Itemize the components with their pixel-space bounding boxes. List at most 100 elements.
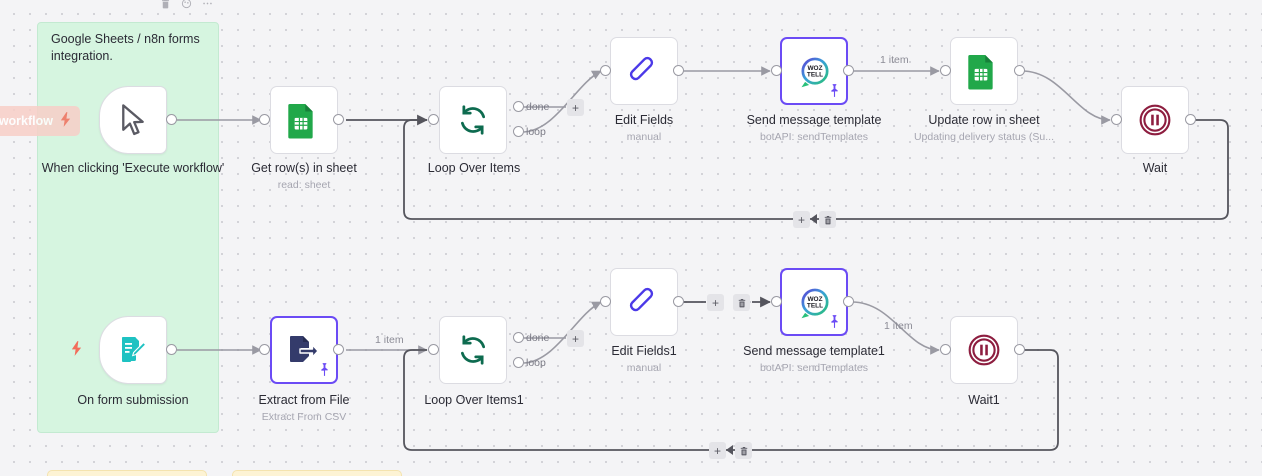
file-export-icon [287, 333, 321, 367]
port-label-done-1: done [526, 332, 550, 344]
add-node-chip-loop1-done[interactable]: + [567, 330, 584, 347]
sticky-note-yellow-1[interactable] [47, 470, 207, 476]
input-dot-get-rows-in-sheet[interactable] [259, 114, 270, 125]
sticky-note-text: Google Sheets / n8n forms integration. [51, 32, 200, 63]
delete-connection-chip-top-loopback[interactable] [819, 211, 836, 228]
node-loop-over-items[interactable] [439, 86, 507, 154]
port-label-loop-1: loop [526, 357, 546, 369]
node-subtitle-extract-from-file: Extract From CSV [261, 411, 347, 423]
node-subtitle-get-rows-in-sheet: read: sheet [277, 179, 331, 191]
execute-workflow-badge[interactable]: te workflow [0, 106, 80, 136]
node-on-form-submission[interactable] [99, 316, 167, 384]
input-dot-wait1[interactable] [940, 344, 951, 355]
delete-connection-chip-bottom-loopback[interactable] [735, 442, 752, 459]
svg-text:WOZ: WOZ [807, 296, 822, 303]
add-node-chip-bottom-loopback[interactable]: + [709, 442, 726, 459]
node-edit-fields1[interactable] [610, 268, 678, 336]
node-label-wait: Wait [1142, 161, 1168, 175]
woztell-icon: WOZ TELL [797, 54, 831, 88]
pencil-icon [627, 285, 661, 319]
node-loop-over-items1[interactable] [439, 316, 507, 384]
trash-icon[interactable] [160, 0, 171, 9]
output-dot-trigger[interactable] [166, 114, 177, 125]
input-dot-wait[interactable] [1111, 114, 1122, 125]
node-label-send-message-template1: Send message template1 [743, 344, 885, 358]
lightning-bolt-icon [59, 112, 72, 130]
node-edit-fields[interactable] [610, 37, 678, 105]
node-subtitle-send-message-template: botAPI: sendTemplates [760, 131, 868, 143]
node-label-loop-over-items1: Loop Over Items1 [424, 393, 524, 407]
output-dot-send-message-template[interactable] [843, 65, 854, 76]
lightning-bolt-icon-form-trigger [70, 341, 83, 361]
node-label-wait1: Wait1 [968, 393, 1000, 407]
svg-text:WOZ: WOZ [807, 65, 822, 72]
port-label-done: done [526, 101, 550, 113]
output-dot-loop-over-items-loop[interactable] [513, 126, 524, 137]
output-dot-wait[interactable] [1185, 114, 1196, 125]
output-dot-wait1[interactable] [1014, 344, 1025, 355]
input-dot-edit-fields1[interactable] [600, 296, 611, 307]
node-label-loop-over-items: Loop Over Items [427, 161, 521, 175]
add-node-chip-top-loopback[interactable]: + [793, 211, 810, 228]
connection-label-extract-to-loop: 1 item [375, 334, 404, 346]
node-subtitle-send-message-template1: botAPI: sendTemplates [760, 362, 868, 374]
node-when-clicking-execute-workflow[interactable] [99, 86, 167, 154]
svg-text:TELL: TELL [807, 303, 823, 310]
input-dot-loop-over-items[interactable] [428, 114, 439, 125]
port-label-loop: loop [526, 126, 546, 138]
output-dot-on-form-submission[interactable] [166, 344, 177, 355]
add-node-chip-loop-done[interactable]: + [567, 99, 584, 116]
node-label-update-row-in-sheet: Update row in sheet [928, 113, 1040, 127]
output-dot-edit-fields1[interactable] [673, 296, 684, 307]
execute-workflow-label: te workflow [0, 114, 53, 128]
palette-icon[interactable] [181, 0, 192, 9]
node-label-extract-from-file: Extract from File [258, 393, 350, 407]
loopback-arrow-top [810, 214, 817, 224]
node-get-rows-in-sheet[interactable] [270, 86, 338, 154]
output-dot-edit-fields[interactable] [673, 65, 684, 76]
woztell-icon: WOZ TELL [797, 285, 831, 319]
pin-icon [319, 363, 330, 378]
node-extract-from-file[interactable] [270, 316, 338, 384]
input-dot-update-row-in-sheet[interactable] [940, 65, 951, 76]
output-dot-update-row-in-sheet[interactable] [1014, 65, 1025, 76]
input-dot-loop-over-items1[interactable] [428, 344, 439, 355]
input-dot-send-message-template1[interactable] [771, 296, 782, 307]
pause-icon [967, 333, 1001, 367]
pause-icon [1138, 103, 1172, 137]
node-wait[interactable] [1121, 86, 1189, 154]
output-dot-send-message-template1[interactable] [843, 296, 854, 307]
pin-icon [829, 315, 840, 330]
node-label-get-rows-in-sheet: Get row(s) in sheet [251, 161, 357, 175]
google-sheets-icon [967, 54, 1001, 90]
sticky-note-toolbar[interactable] [160, 0, 213, 9]
sticky-note-yellow-2[interactable] [232, 470, 402, 476]
node-send-message-template[interactable]: WOZ TELL [780, 37, 848, 105]
delete-connection-chip-editfields1-to-send1[interactable] [733, 294, 750, 311]
output-dot-loop-over-items-done[interactable] [513, 101, 524, 112]
input-dot-edit-fields[interactable] [600, 65, 611, 76]
loop-refresh-icon [456, 333, 490, 367]
output-dot-loop-over-items1-done[interactable] [513, 332, 524, 343]
loop-refresh-icon [456, 103, 490, 137]
google-sheets-icon [287, 103, 321, 139]
pencil-icon [627, 54, 661, 88]
connection-label-send1-to-wait1: 1 item [884, 320, 913, 332]
ellipsis-icon[interactable] [202, 0, 213, 7]
node-subtitle-edit-fields1: manual [626, 362, 662, 374]
node-subtitle-update-row-in-sheet: Updating delivery status (Su... [913, 131, 1055, 143]
output-dot-extract-from-file[interactable] [333, 344, 344, 355]
pin-icon [829, 84, 840, 99]
input-dot-send-message-template[interactable] [771, 65, 782, 76]
output-dot-loop-over-items1-loop[interactable] [513, 357, 524, 368]
node-send-message-template1[interactable]: WOZ TELL [780, 268, 848, 336]
node-wait1[interactable] [950, 316, 1018, 384]
input-dot-extract-from-file[interactable] [259, 344, 270, 355]
add-node-chip-editfields1-to-send1[interactable]: + [707, 294, 724, 311]
output-dot-get-rows-in-sheet[interactable] [333, 114, 344, 125]
node-update-row-in-sheet[interactable] [950, 37, 1018, 105]
svg-text:TELL: TELL [807, 72, 823, 79]
form-pencil-icon [116, 333, 150, 367]
node-subtitle-edit-fields: manual [626, 131, 662, 143]
